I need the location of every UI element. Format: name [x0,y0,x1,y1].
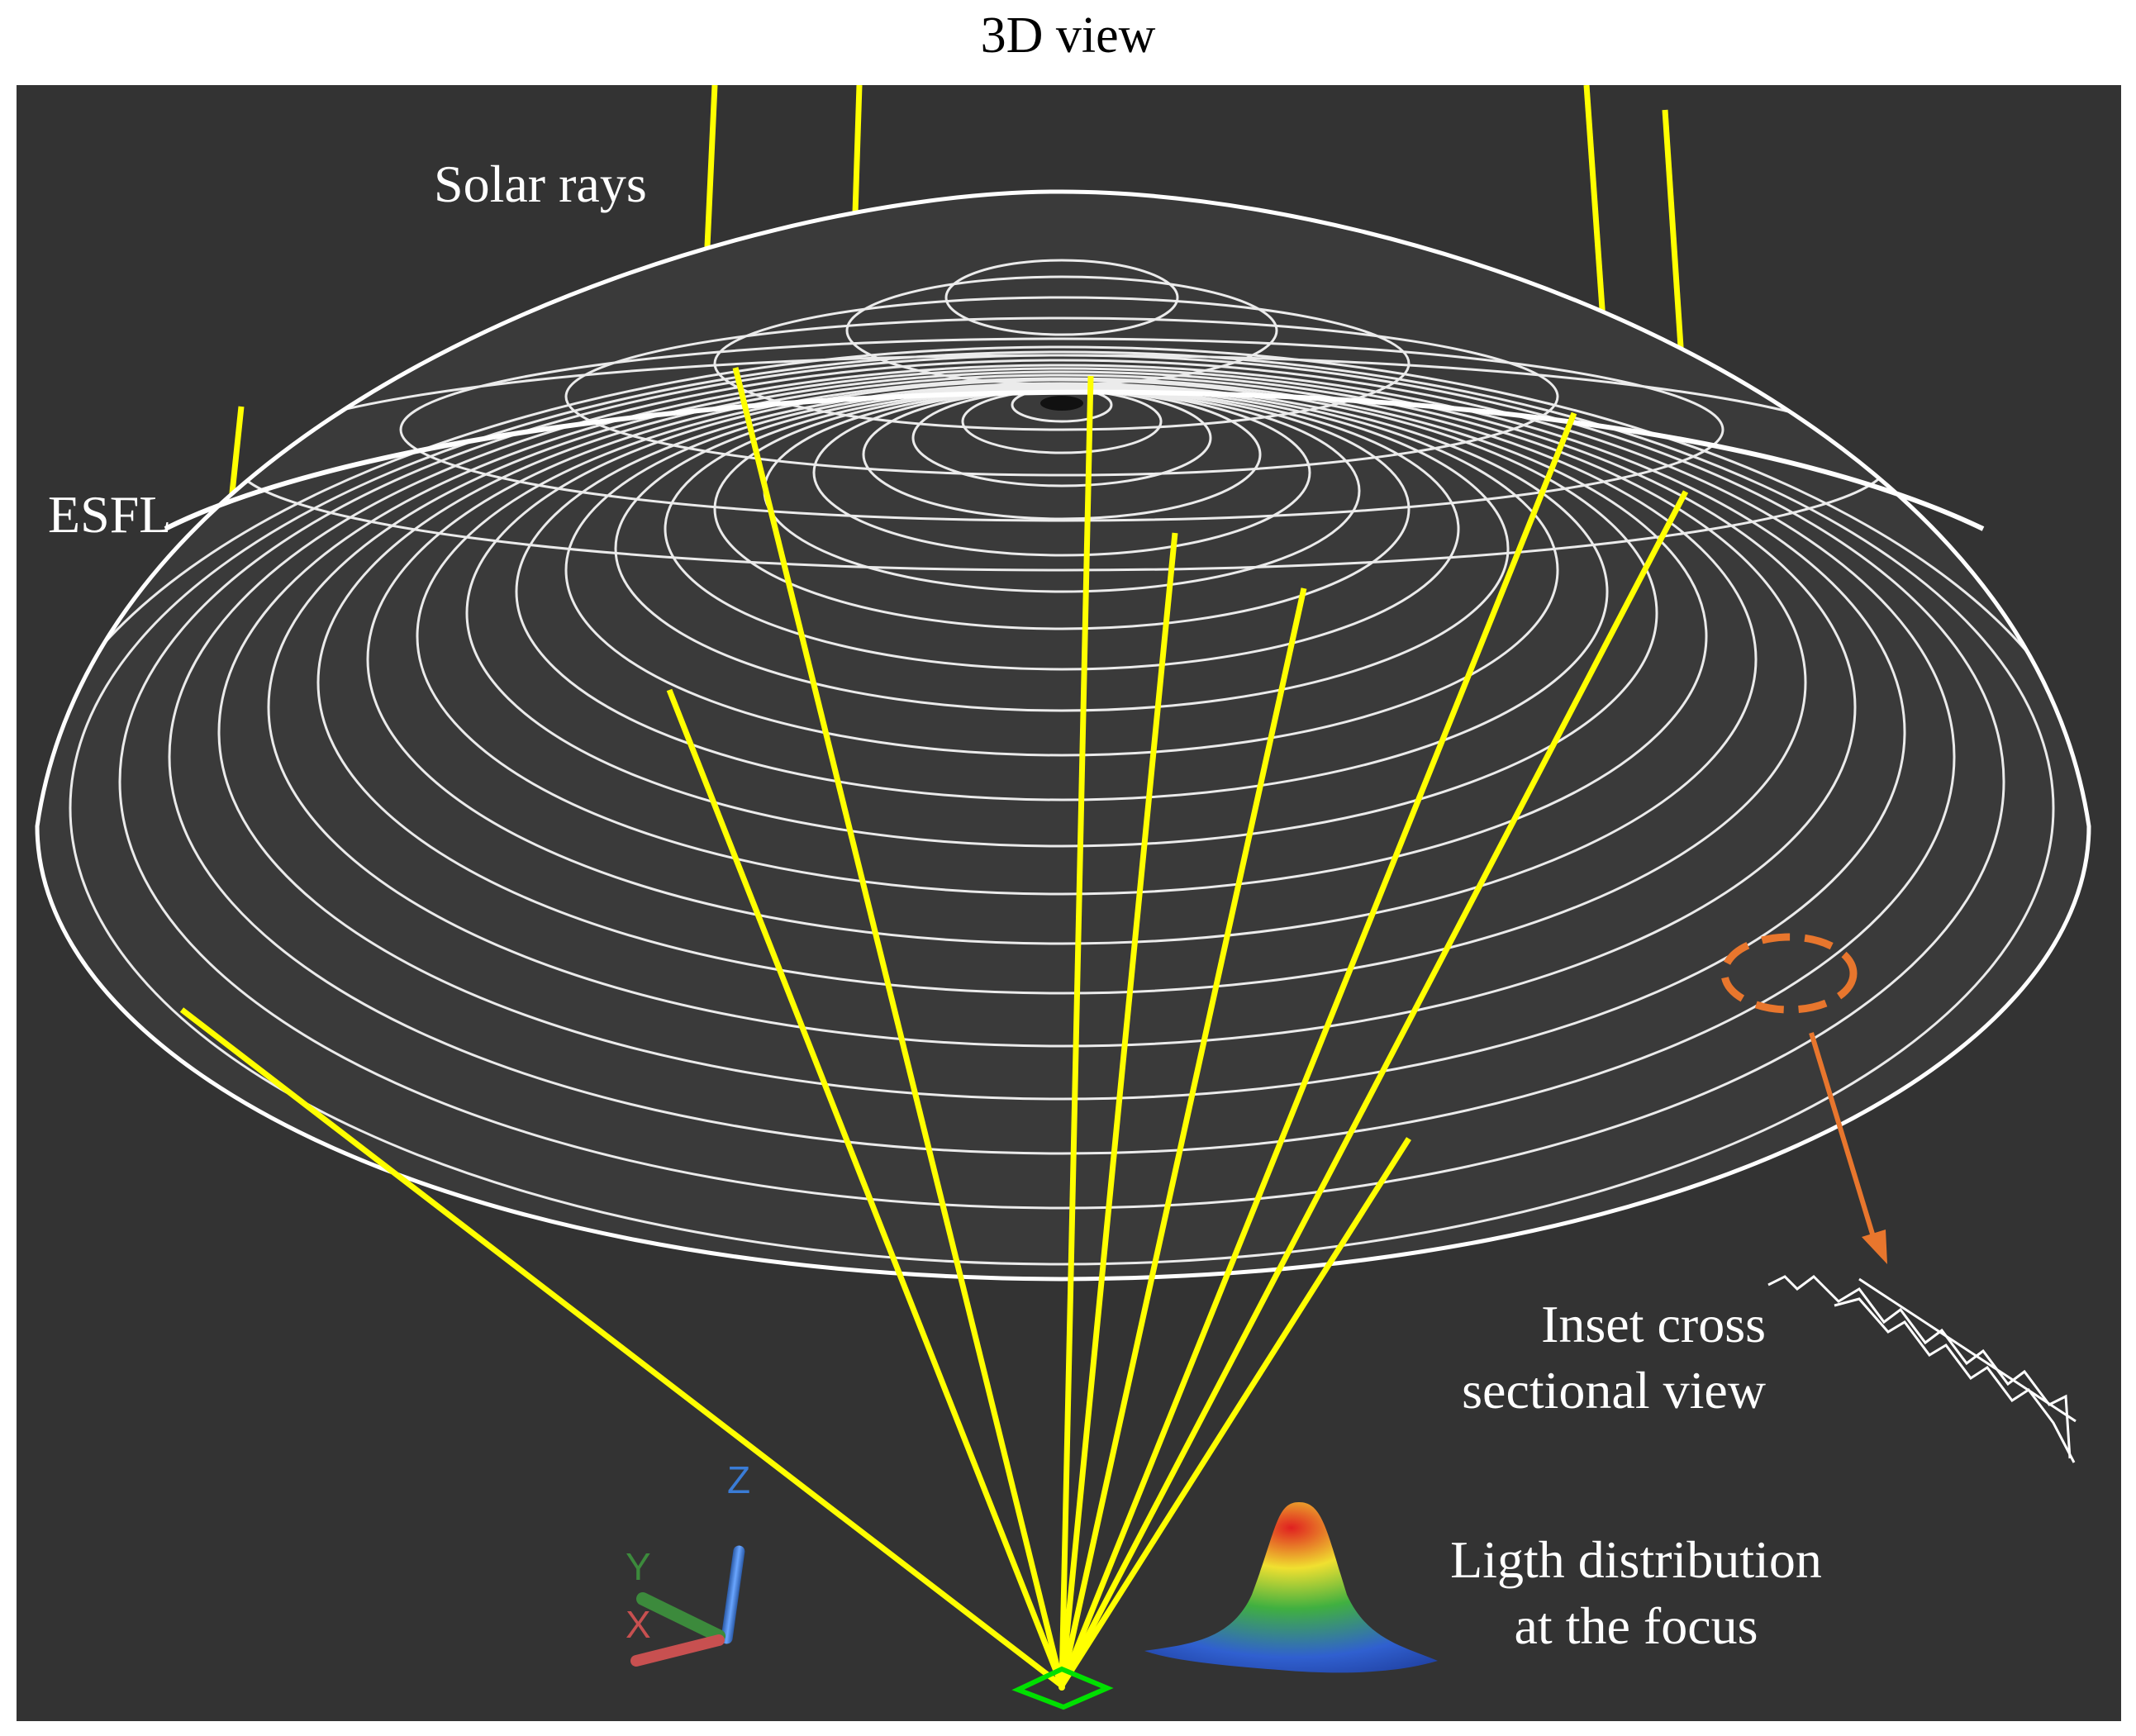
light-label-line2: at the focus [1514,1596,1758,1655]
figure-title: 3D view [980,7,1156,64]
focus-marker-icon [1011,1666,1114,1710]
axis-x-label: X [626,1603,651,1646]
light-label-line1: Ligth distribution [1450,1530,1822,1589]
refracted-rays [179,367,1689,1688]
light-distribution-label: Ligth distribution at the focus [1405,1527,1867,1659]
axis-triad-icon [630,1545,745,1667]
solar-rays-label: Solar rays [434,155,647,213]
light-peak-icon [1144,1502,1438,1673]
inset-highlight [1720,933,1887,1264]
esfl-label: ESFL [48,485,172,544]
inset-label-line2: sectional view [1462,1361,1766,1420]
inset-cross-section [1767,1275,2077,1463]
axis-y-label: Y [626,1545,651,1588]
axis-z-label: Z [727,1458,751,1501]
incoming-rays [226,85,1685,517]
3d-viewport: Z Y X Solar rays ESFL Inset cross sectio… [17,85,2121,1721]
inset-label: Inset cross sectional view [1187,1291,1766,1424]
scene-canvas [35,85,2091,1710]
inset-label-line1: Inset cross [1541,1295,1766,1353]
esfl-lens [35,189,2091,1282]
